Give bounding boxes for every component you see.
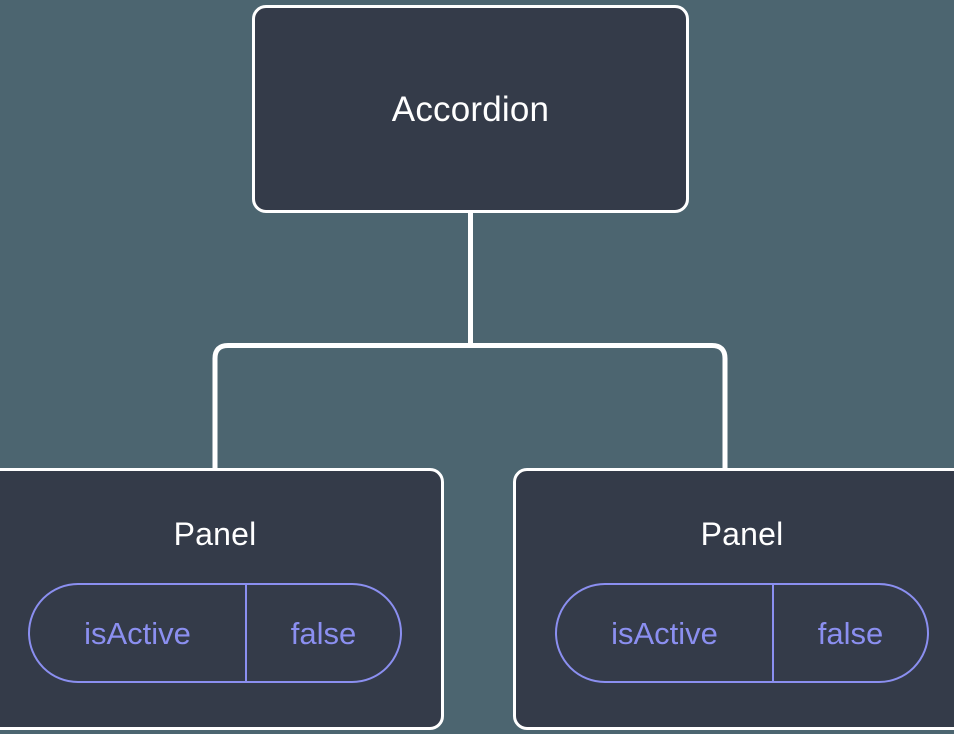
state-value-panel-1: false [290,615,357,651]
state-value-panel-2: false [817,615,884,651]
state-key-panel-2: isActive [611,615,718,651]
edge-to-panel-right [470,343,728,470]
node-accordion-label: Accordion [391,89,550,129]
node-panel-2[interactable]: Panel isActive false [513,468,954,730]
state-pill-panel-1[interactable]: isActive false [28,583,402,683]
state-pill-divider [772,585,774,681]
state-key-panel-1: isActive [84,615,191,651]
node-panel-2-label: Panel [700,516,784,552]
edge-to-panel-left [212,343,471,470]
state-pill-divider [245,585,247,681]
state-pill-panel-2[interactable]: isActive false [555,583,929,683]
node-panel-1-label: Panel [173,516,257,552]
node-accordion[interactable]: Accordion [252,5,689,213]
node-panel-1[interactable]: Panel isActive false [0,468,444,730]
